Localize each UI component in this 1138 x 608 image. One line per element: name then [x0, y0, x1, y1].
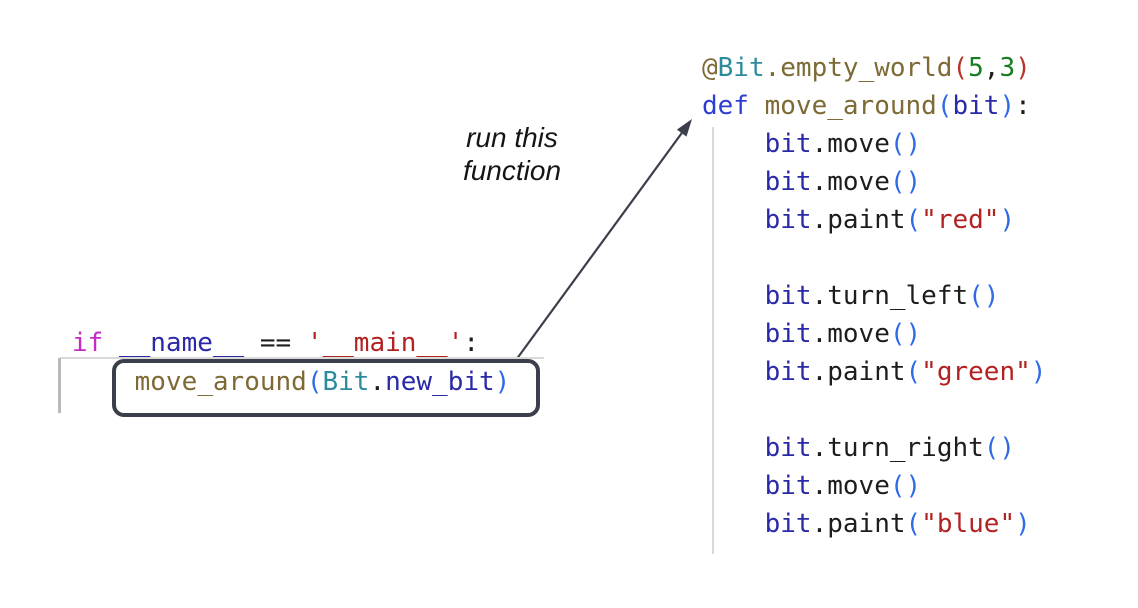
- code-line: bit.paint("blue"): [764, 509, 1031, 539]
- code-line: @Bit.empty_world(5,3): [702, 53, 1031, 83]
- left-block-indent-guide: [58, 358, 61, 413]
- code-line: move_around(Bit.new_bit): [134, 367, 511, 397]
- highlight-box-move-around-call: [112, 359, 540, 417]
- code-line: bit.move(): [764, 167, 922, 197]
- code-line: bit.move(): [764, 471, 922, 501]
- code-line: [702, 239, 1046, 277]
- annotation-line-2: function: [462, 155, 562, 186]
- code-line: bit.paint("red"): [764, 205, 1016, 235]
- code-line: bit.move(): [764, 319, 922, 349]
- code-line: bit.paint("green"): [764, 357, 1047, 387]
- code-line: def move_around(bit):: [702, 91, 1031, 121]
- code-line: bit.turn_left(): [764, 281, 1000, 311]
- annotation-run-this-function: run this function: [430, 121, 594, 187]
- editor-line-separator: [60, 357, 544, 359]
- code-line: bit.turn_right(): [764, 433, 1016, 463]
- right-block-indent-guide: [712, 127, 714, 554]
- code-line: [702, 391, 1046, 429]
- annotation-line-1: run this: [466, 122, 558, 153]
- code-line: bit.move(): [764, 129, 922, 159]
- arrow-head: [676, 119, 692, 137]
- main-guard-code-block: if __name__ == '__main__': move_around(B…: [72, 324, 510, 402]
- move-around-function-code-block: @Bit.empty_world(5,3)def move_around(bit…: [702, 49, 1046, 543]
- code-line: if __name__ == '__main__':: [72, 328, 480, 358]
